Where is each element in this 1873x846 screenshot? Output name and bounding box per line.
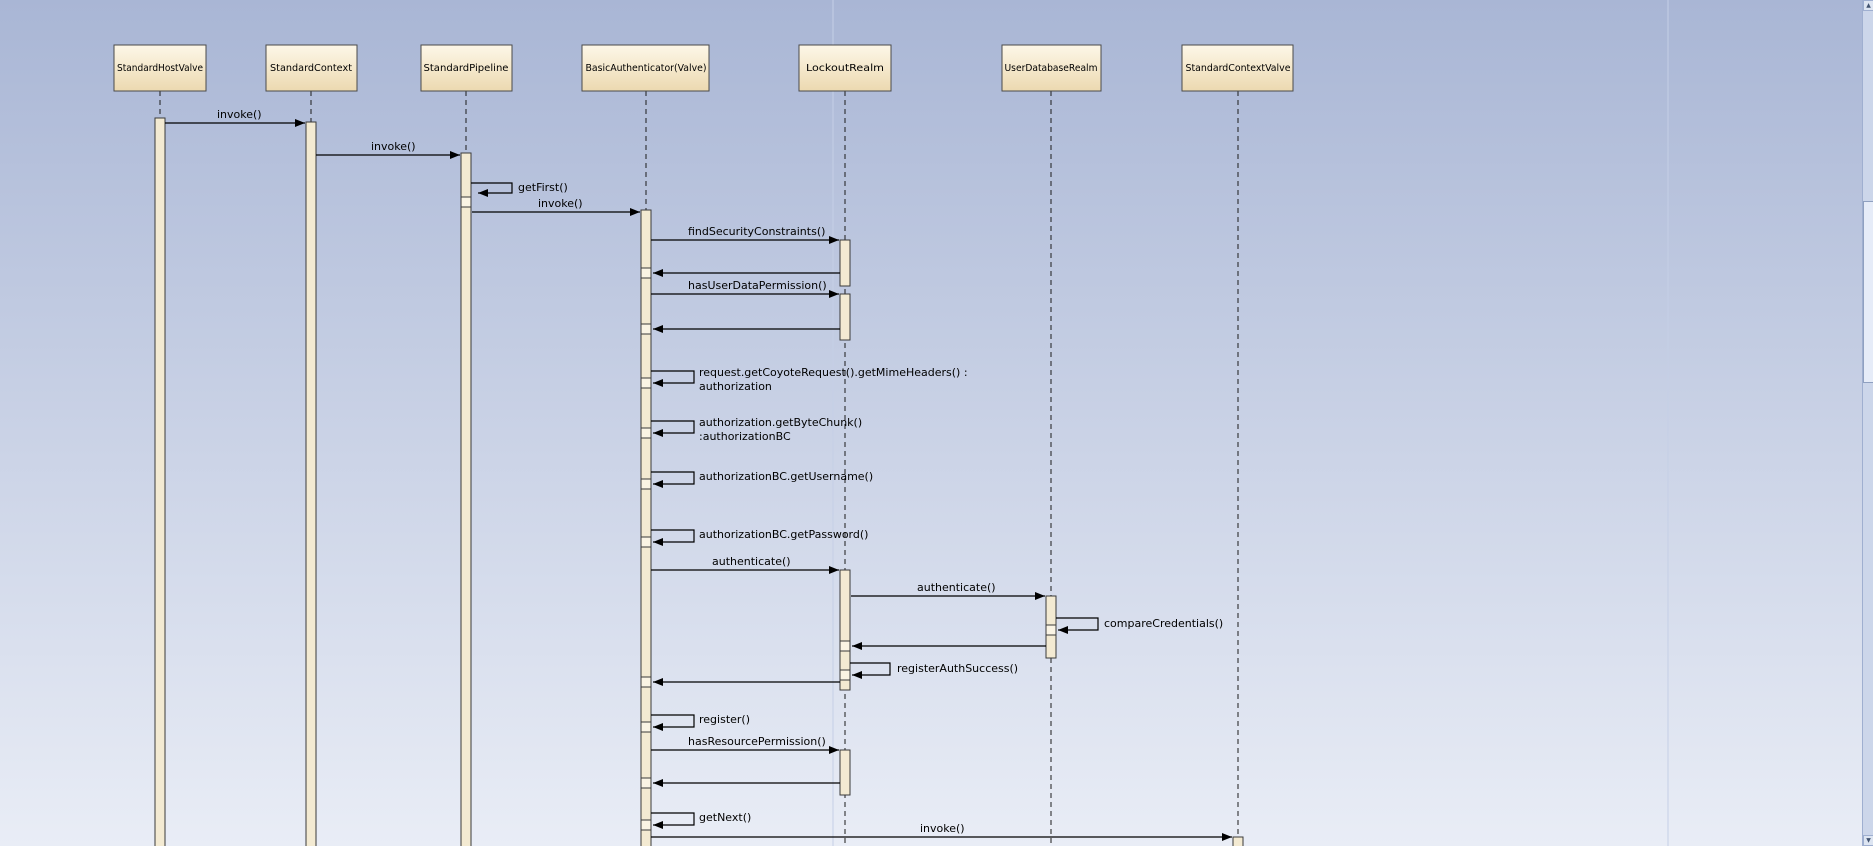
scroll-down-icon: ▼ [1866,837,1871,844]
self-message-arrow [850,662,891,679]
nested-activation-marker [640,478,652,490]
participant-label: StandardContext [270,63,352,74]
nested-activation-marker [839,640,851,652]
activation-bar [839,293,851,341]
scroll-up-button[interactable]: ▲ [1863,0,1873,11]
scroll-up-icon: ▲ [1866,2,1871,9]
message-label: :authorizationBC [699,430,791,443]
self-message-arrow [651,529,695,546]
nested-activation-marker [640,676,652,688]
activation-bar [640,209,652,846]
nested-activation-marker [640,267,652,279]
participant-user-database-realm: UserDatabaseRealm [1001,44,1102,92]
message-label: authorization [699,380,772,393]
vertical-scrollbar[interactable]: ▲ ▼ [1862,0,1873,846]
participant-standard-context: StandardContext [265,44,358,92]
self-message-arrow [471,182,513,197]
nested-activation-marker [1045,624,1057,636]
activation-bar [460,152,472,846]
participant-label: StandardPipeline [424,63,509,74]
nested-activation-marker [640,427,652,439]
participant-standard-pipeline: StandardPipeline [420,44,513,92]
nested-activation-marker [640,377,652,389]
participant-basic-authenticator-valve: BasicAuthenticator(Valve) [581,44,710,92]
message-label: findSecurityConstraints() [688,225,825,238]
scroll-down-button[interactable]: ▼ [1863,835,1873,846]
activation-bar [305,121,317,846]
message-label: invoke() [371,140,416,153]
message-label: authorizationBC.getPassword() [699,528,868,541]
message-label: hasResourcePermission() [688,735,826,748]
participant-standard-context-valve: StandardContextValve [1181,44,1294,92]
nested-activation-marker [640,819,652,831]
self-message-arrow [651,471,695,488]
activation-bar [839,749,851,796]
message-label: getFirst() [518,181,568,194]
message-label: register() [699,713,750,726]
activation-bar [839,569,851,691]
message-label: hasUserDataPermission() [688,279,827,292]
message-label: registerAuthSuccess() [897,662,1018,675]
nested-activation-marker [640,721,652,733]
scrollbar-thumb[interactable] [1863,201,1873,383]
message-label: invoke() [920,822,965,835]
message-label: request.getCoyoteRequest().getMimeHeader… [699,366,968,379]
message-label: authorization.getByteChunk() [699,416,862,429]
message-label: authenticate() [917,581,996,594]
nested-activation-marker [460,196,472,208]
self-message-arrow [651,714,695,731]
self-message-arrow [651,812,695,829]
participant-label: StandardContextValve [1186,63,1291,74]
message-label: authorizationBC.getUsername() [699,470,873,483]
nested-activation-marker [640,323,652,335]
nested-activation-marker [640,777,652,789]
participant-label: UserDatabaseRealm [1005,63,1098,74]
message-label: authenticate() [712,555,791,568]
participant-label: BasicAuthenticator(Valve) [586,63,707,74]
activation-bar [839,239,851,287]
message-label: getNext() [699,811,751,824]
participant-label: StandardHostValve [117,63,203,74]
self-message-arrow [651,420,695,437]
self-message-arrow [651,370,695,387]
message-label: invoke() [217,108,262,121]
participant-standard-host-valve: StandardHostValve [113,44,207,92]
participant-lockout-realm: LockoutRealm [798,44,892,92]
nested-activation-marker [640,536,652,548]
activation-bar [154,117,166,846]
message-label: compareCredentials() [1104,617,1223,630]
message-label: invoke() [538,197,583,210]
participant-label: LockoutRealm [806,63,884,74]
activation-bar [1232,836,1244,846]
self-message-arrow [1056,617,1099,634]
nested-activation-marker [839,669,851,681]
